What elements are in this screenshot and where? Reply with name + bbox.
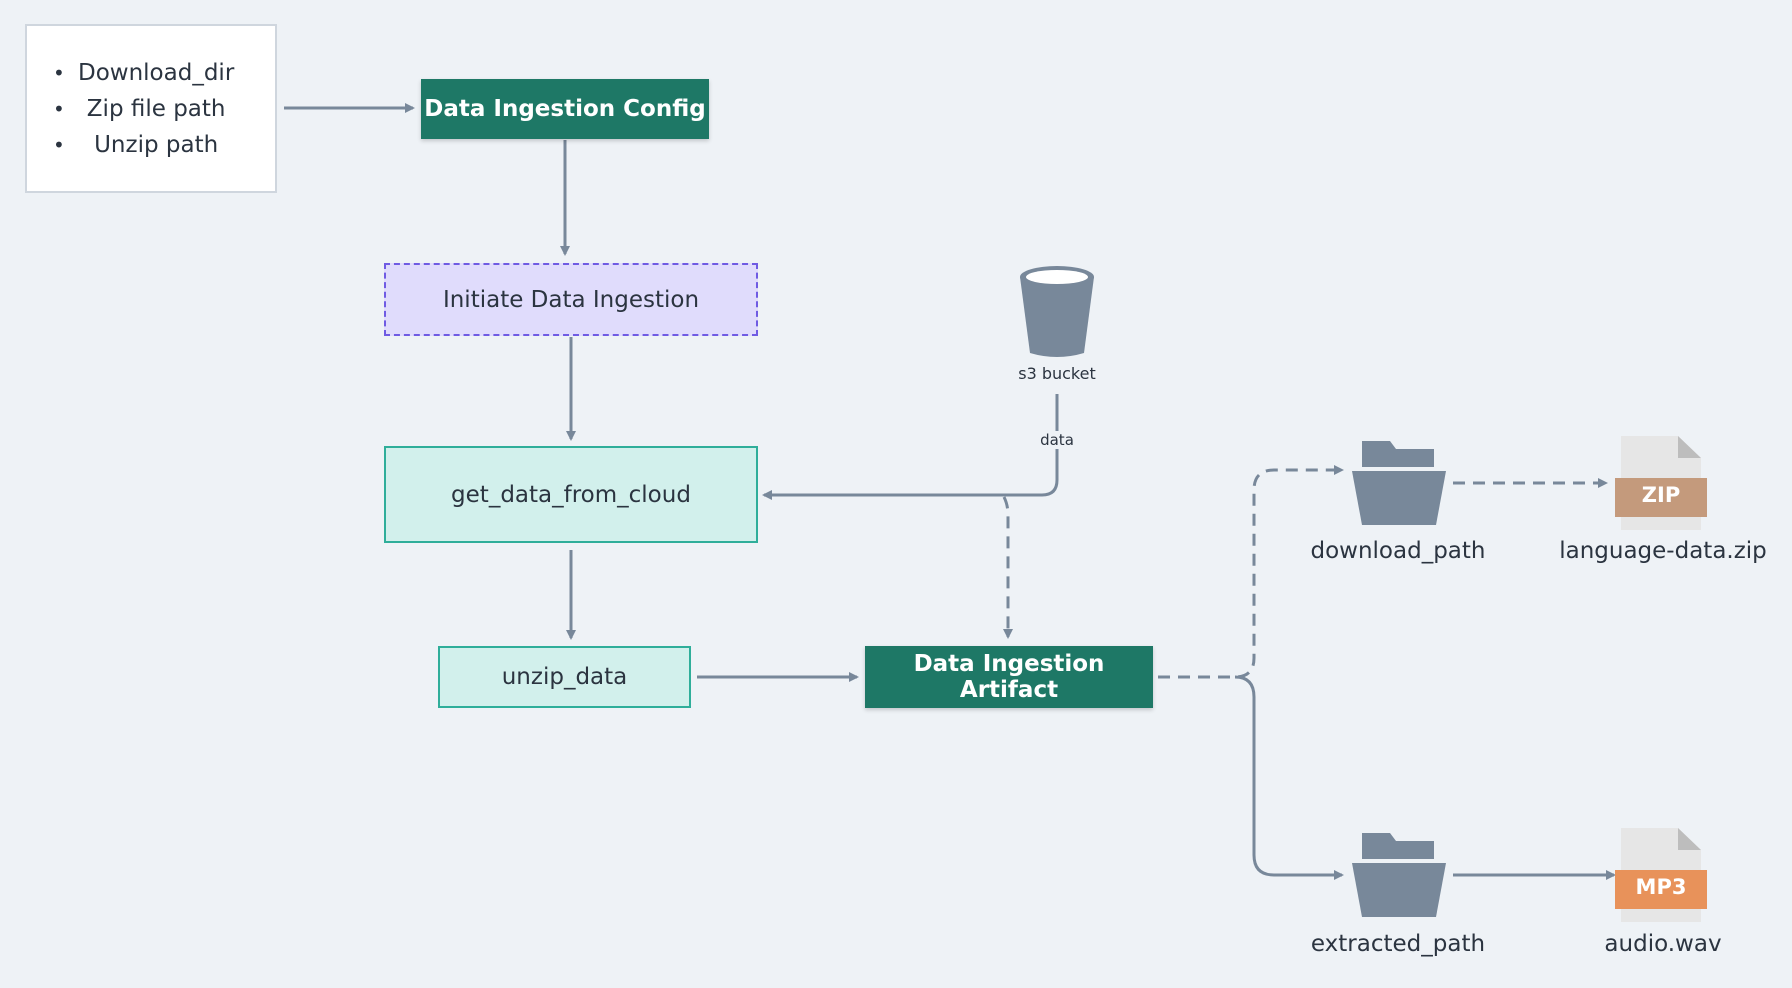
initiate-data-ingestion-node[interactable]: Initiate Data Ingestion bbox=[384, 263, 758, 336]
zip-file-label: language-data.zip bbox=[1559, 538, 1767, 564]
unzip-data-node[interactable]: unzip_data bbox=[438, 646, 691, 708]
config-input-item: Zip file path bbox=[53, 91, 234, 127]
download-path-label: download_path bbox=[1310, 538, 1486, 564]
edge-s3-to-get-data bbox=[762, 394, 1059, 500]
edge-dashed-to-artifact bbox=[1002, 496, 1013, 639]
data-ingestion-artifact-node[interactable]: Data Ingestion Artifact bbox=[865, 646, 1153, 708]
config-input-item: Download_dir bbox=[53, 55, 234, 91]
node-label: unzip_data bbox=[501, 664, 628, 690]
s3-bucket-icon bbox=[1020, 266, 1094, 357]
config-inputs-list: Download_dir Zip file path Unzip path bbox=[27, 55, 234, 163]
data-edge-label: data bbox=[1032, 431, 1082, 449]
node-label: Initiate Data Ingestion bbox=[442, 286, 700, 313]
data-ingestion-config-node[interactable]: Data Ingestion Config bbox=[421, 79, 709, 139]
get-data-from-cloud-node[interactable]: get_data_from_cloud bbox=[384, 446, 758, 543]
zip-file-icon bbox=[1615, 436, 1707, 530]
config-input-item: Unzip path bbox=[53, 127, 234, 163]
node-label: get_data_from_cloud bbox=[451, 481, 691, 508]
mp3-badge-text: MP3 bbox=[1635, 875, 1687, 899]
s3-bucket-label: s3 bucket bbox=[1018, 364, 1096, 383]
edge-artifact-to-download-path bbox=[1158, 465, 1344, 679]
node-label: Data Ingestion Artifact bbox=[913, 651, 1105, 703]
zip-badge-text: ZIP bbox=[1641, 483, 1681, 507]
mp3-file-icon bbox=[1615, 828, 1707, 922]
extracted-path-folder-icon bbox=[1352, 833, 1446, 917]
audio-file-label: audio.wav bbox=[1604, 931, 1722, 957]
edge-artifact-to-extracted-path bbox=[1234, 675, 1344, 880]
node-label: Data Ingestion Config bbox=[424, 96, 706, 122]
download-path-folder-icon bbox=[1352, 441, 1446, 525]
config-inputs-box: Download_dir Zip file path Unzip path bbox=[25, 24, 277, 193]
extracted-path-label: extracted_path bbox=[1310, 931, 1486, 957]
